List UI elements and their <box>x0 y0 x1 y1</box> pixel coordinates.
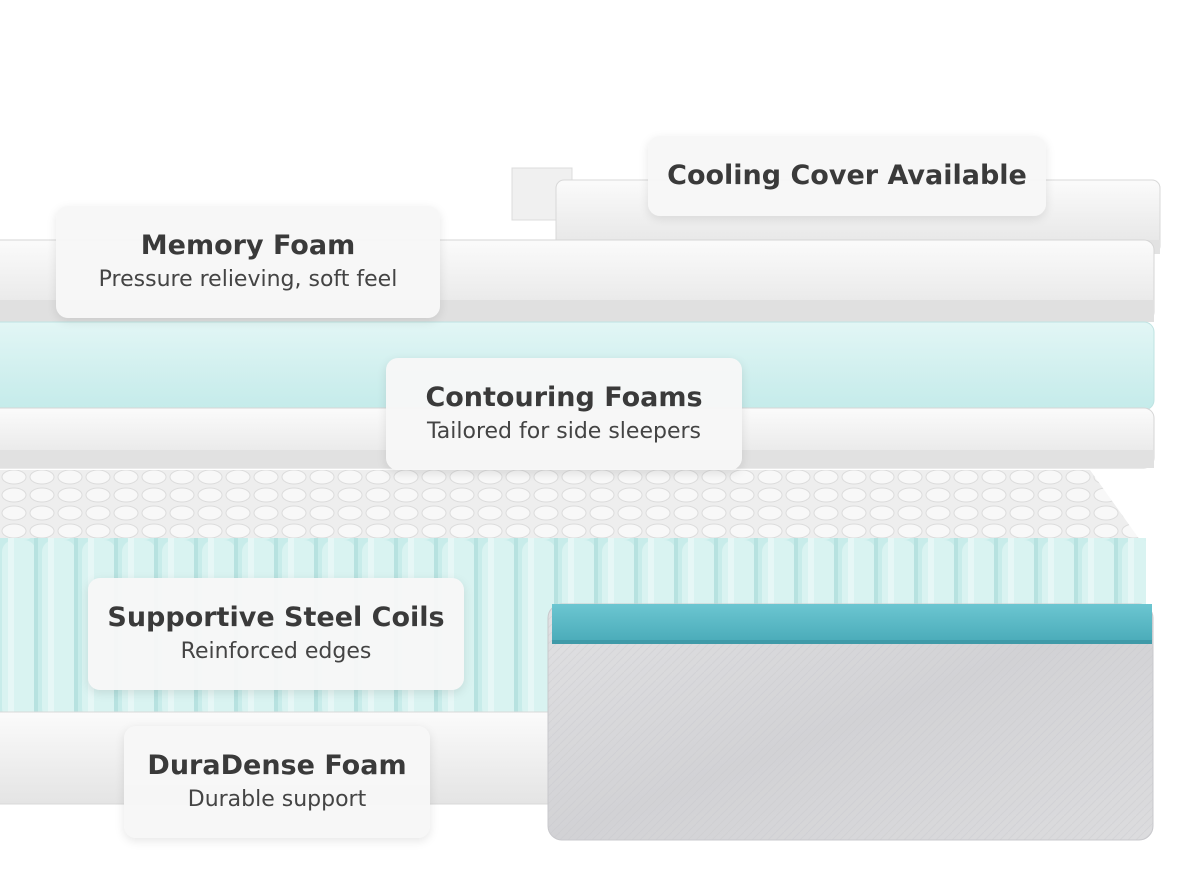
label-contouring-foams-subtitle: Tailored for side sleepers <box>427 419 701 444</box>
label-duradense-foam-subtitle: Durable support <box>187 787 367 812</box>
label-duradense-foam: DuraDense Foam Durable support <box>124 726 430 838</box>
label-duradense-foam-title: DuraDense Foam <box>147 750 407 781</box>
coil-top-surface <box>0 470 1140 540</box>
label-cooling-cover: Cooling Cover Available <box>648 136 1046 216</box>
label-steel-coils: Supportive Steel Coils Reinforced edges <box>88 578 464 690</box>
label-memory-foam-title: Memory Foam <box>140 230 356 261</box>
label-cooling-cover-title: Cooling Cover Available <box>667 160 1027 191</box>
label-steel-coils-subtitle: Reinforced edges <box>180 639 372 664</box>
label-contouring-foams-title: Contouring Foams <box>425 382 703 413</box>
label-steel-coils-title: Supportive Steel Coils <box>107 602 445 633</box>
label-memory-foam: Memory Foam Pressure relieving, soft fee… <box>56 206 440 318</box>
label-contouring-foams: Contouring Foams Tailored for side sleep… <box>386 358 742 470</box>
label-memory-foam-subtitle: Pressure relieving, soft feel <box>98 267 398 292</box>
side-fabric-panel <box>547 603 1154 841</box>
